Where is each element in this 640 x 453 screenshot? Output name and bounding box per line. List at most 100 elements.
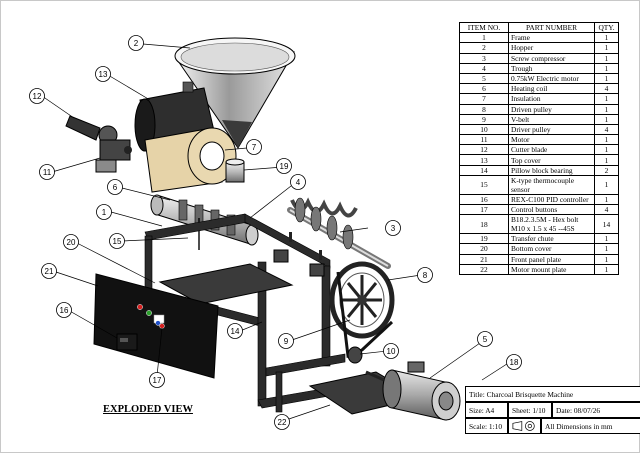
drawing-scale: Scale: 1:10	[465, 418, 508, 434]
screw-compressor	[287, 197, 391, 269]
bom-cell-qty: 1	[594, 193, 619, 206]
svg-text:1: 1	[102, 208, 107, 217]
bom-cell-item: 17	[459, 203, 509, 216]
balloon-4: 4	[290, 174, 306, 190]
svg-text:22: 22	[278, 418, 287, 427]
bom-cell-qty: 1	[594, 154, 619, 166]
svg-text:13: 13	[99, 70, 108, 79]
bom-cell-item: 3	[459, 52, 509, 64]
bom-cell-item: 8	[459, 103, 509, 115]
balloon-6: 6	[107, 179, 123, 195]
bom-cell-qty: 1	[594, 144, 619, 156]
bom-cell-qty: 1	[594, 134, 619, 146]
bom-cell-qty: 1	[594, 32, 619, 44]
bom-cell-qty: 1	[594, 263, 619, 275]
bom-cell-qty: 1	[594, 174, 619, 195]
svg-text:20: 20	[67, 238, 76, 247]
bom-cell-part: Trough	[508, 62, 595, 74]
bom-cell-part: Insulation	[508, 93, 595, 105]
bom-cell-item: 7	[459, 93, 509, 105]
bom-cell-part: Heating coil	[508, 83, 595, 95]
electric-motor	[365, 361, 461, 421]
sheet-number: Sheet: 1/10	[508, 402, 552, 418]
pulley-belt-drive	[329, 261, 395, 364]
bom-cell-item: 14	[459, 164, 509, 176]
balloon-11: 11	[39, 164, 55, 180]
bom-cell-part: Control buttons	[508, 203, 595, 216]
bom-cell-item: 9	[459, 113, 509, 125]
bom-cell-item: 2	[459, 42, 509, 54]
bom-cell-qty: 1	[594, 52, 619, 64]
drawing-title: Title: Charcoal Brisquette Machine	[465, 386, 640, 402]
leader-lines	[41, 43, 511, 422]
bom-cell-qty: 2	[594, 164, 619, 176]
third-angle-projection-icon	[512, 421, 535, 431]
bom-cell-item: 4	[459, 62, 509, 74]
svg-text:10: 10	[387, 347, 396, 356]
pillow-block-bearings	[273, 232, 325, 277]
bom-cell-part: Screw compressor	[508, 52, 595, 64]
svg-text:19: 19	[280, 162, 289, 171]
bom-cell-item: 6	[459, 83, 509, 95]
balloon-17: 17	[149, 372, 165, 388]
bom-cell-part: 0.75kW Electric motor	[508, 72, 595, 85]
bom-cell-item: 1	[459, 32, 509, 44]
bom-cell-item: 19	[459, 233, 509, 245]
bom-cell-qty: 1	[594, 62, 619, 74]
hopper	[174, 37, 296, 149]
svg-text:3: 3	[391, 224, 396, 233]
sheet-size: Size: A4	[465, 402, 508, 418]
pid-controller	[116, 333, 138, 351]
bom-cell-part: Cutter blade	[508, 144, 595, 156]
dimensions-note: All Dimensions in mm	[541, 418, 640, 434]
balloon-5: 5	[477, 331, 493, 347]
balloon-22: 22	[274, 414, 290, 430]
balloon-14: 14	[227, 323, 243, 339]
bom-cell-item: 10	[459, 123, 509, 136]
svg-text:6: 6	[113, 183, 118, 192]
bom-cell-qty: 4	[594, 203, 619, 216]
balloon-3: 3	[385, 220, 401, 236]
drawing-date: Date: 08/07/26	[552, 402, 640, 418]
balloon-19: 19	[276, 158, 292, 174]
bom-cell-part: Pillow block bearing	[508, 164, 595, 176]
bom-cell-item: 15	[459, 174, 509, 195]
svg-text:2: 2	[134, 39, 139, 48]
bom-cell-part: Frame	[508, 32, 595, 44]
cutter-assembly	[65, 115, 132, 173]
bom-cell-item: 5	[459, 72, 509, 85]
transfer-chute	[225, 158, 245, 183]
bottom-cover	[158, 263, 294, 305]
bom-cell-qty: 1	[594, 243, 619, 255]
bom-cell-part: Top cover	[508, 154, 595, 166]
bom-cell-qty: 1	[594, 72, 619, 85]
view-label: EXPLODED VIEW	[103, 404, 193, 415]
balloon-10: 10	[383, 343, 399, 359]
bom-cell-qty: 14	[594, 214, 619, 235]
svg-text:16: 16	[60, 306, 69, 315]
svg-text:5: 5	[483, 335, 488, 344]
bom-cell-part: B18.2.3.5M - Hex bolt M10 x 1.5 x 45 --4…	[508, 214, 595, 235]
bom-header-row: ITEM NO. PART NUMBER QTY.	[459, 21, 619, 34]
bom-cell-item: 11	[459, 134, 509, 146]
balloon-15: 15	[109, 233, 125, 249]
bom-cell-part: V-belt	[508, 113, 595, 125]
svg-text:21: 21	[45, 267, 54, 276]
projection-symbol	[508, 418, 541, 434]
bom-header-item: ITEM NO.	[459, 21, 509, 34]
